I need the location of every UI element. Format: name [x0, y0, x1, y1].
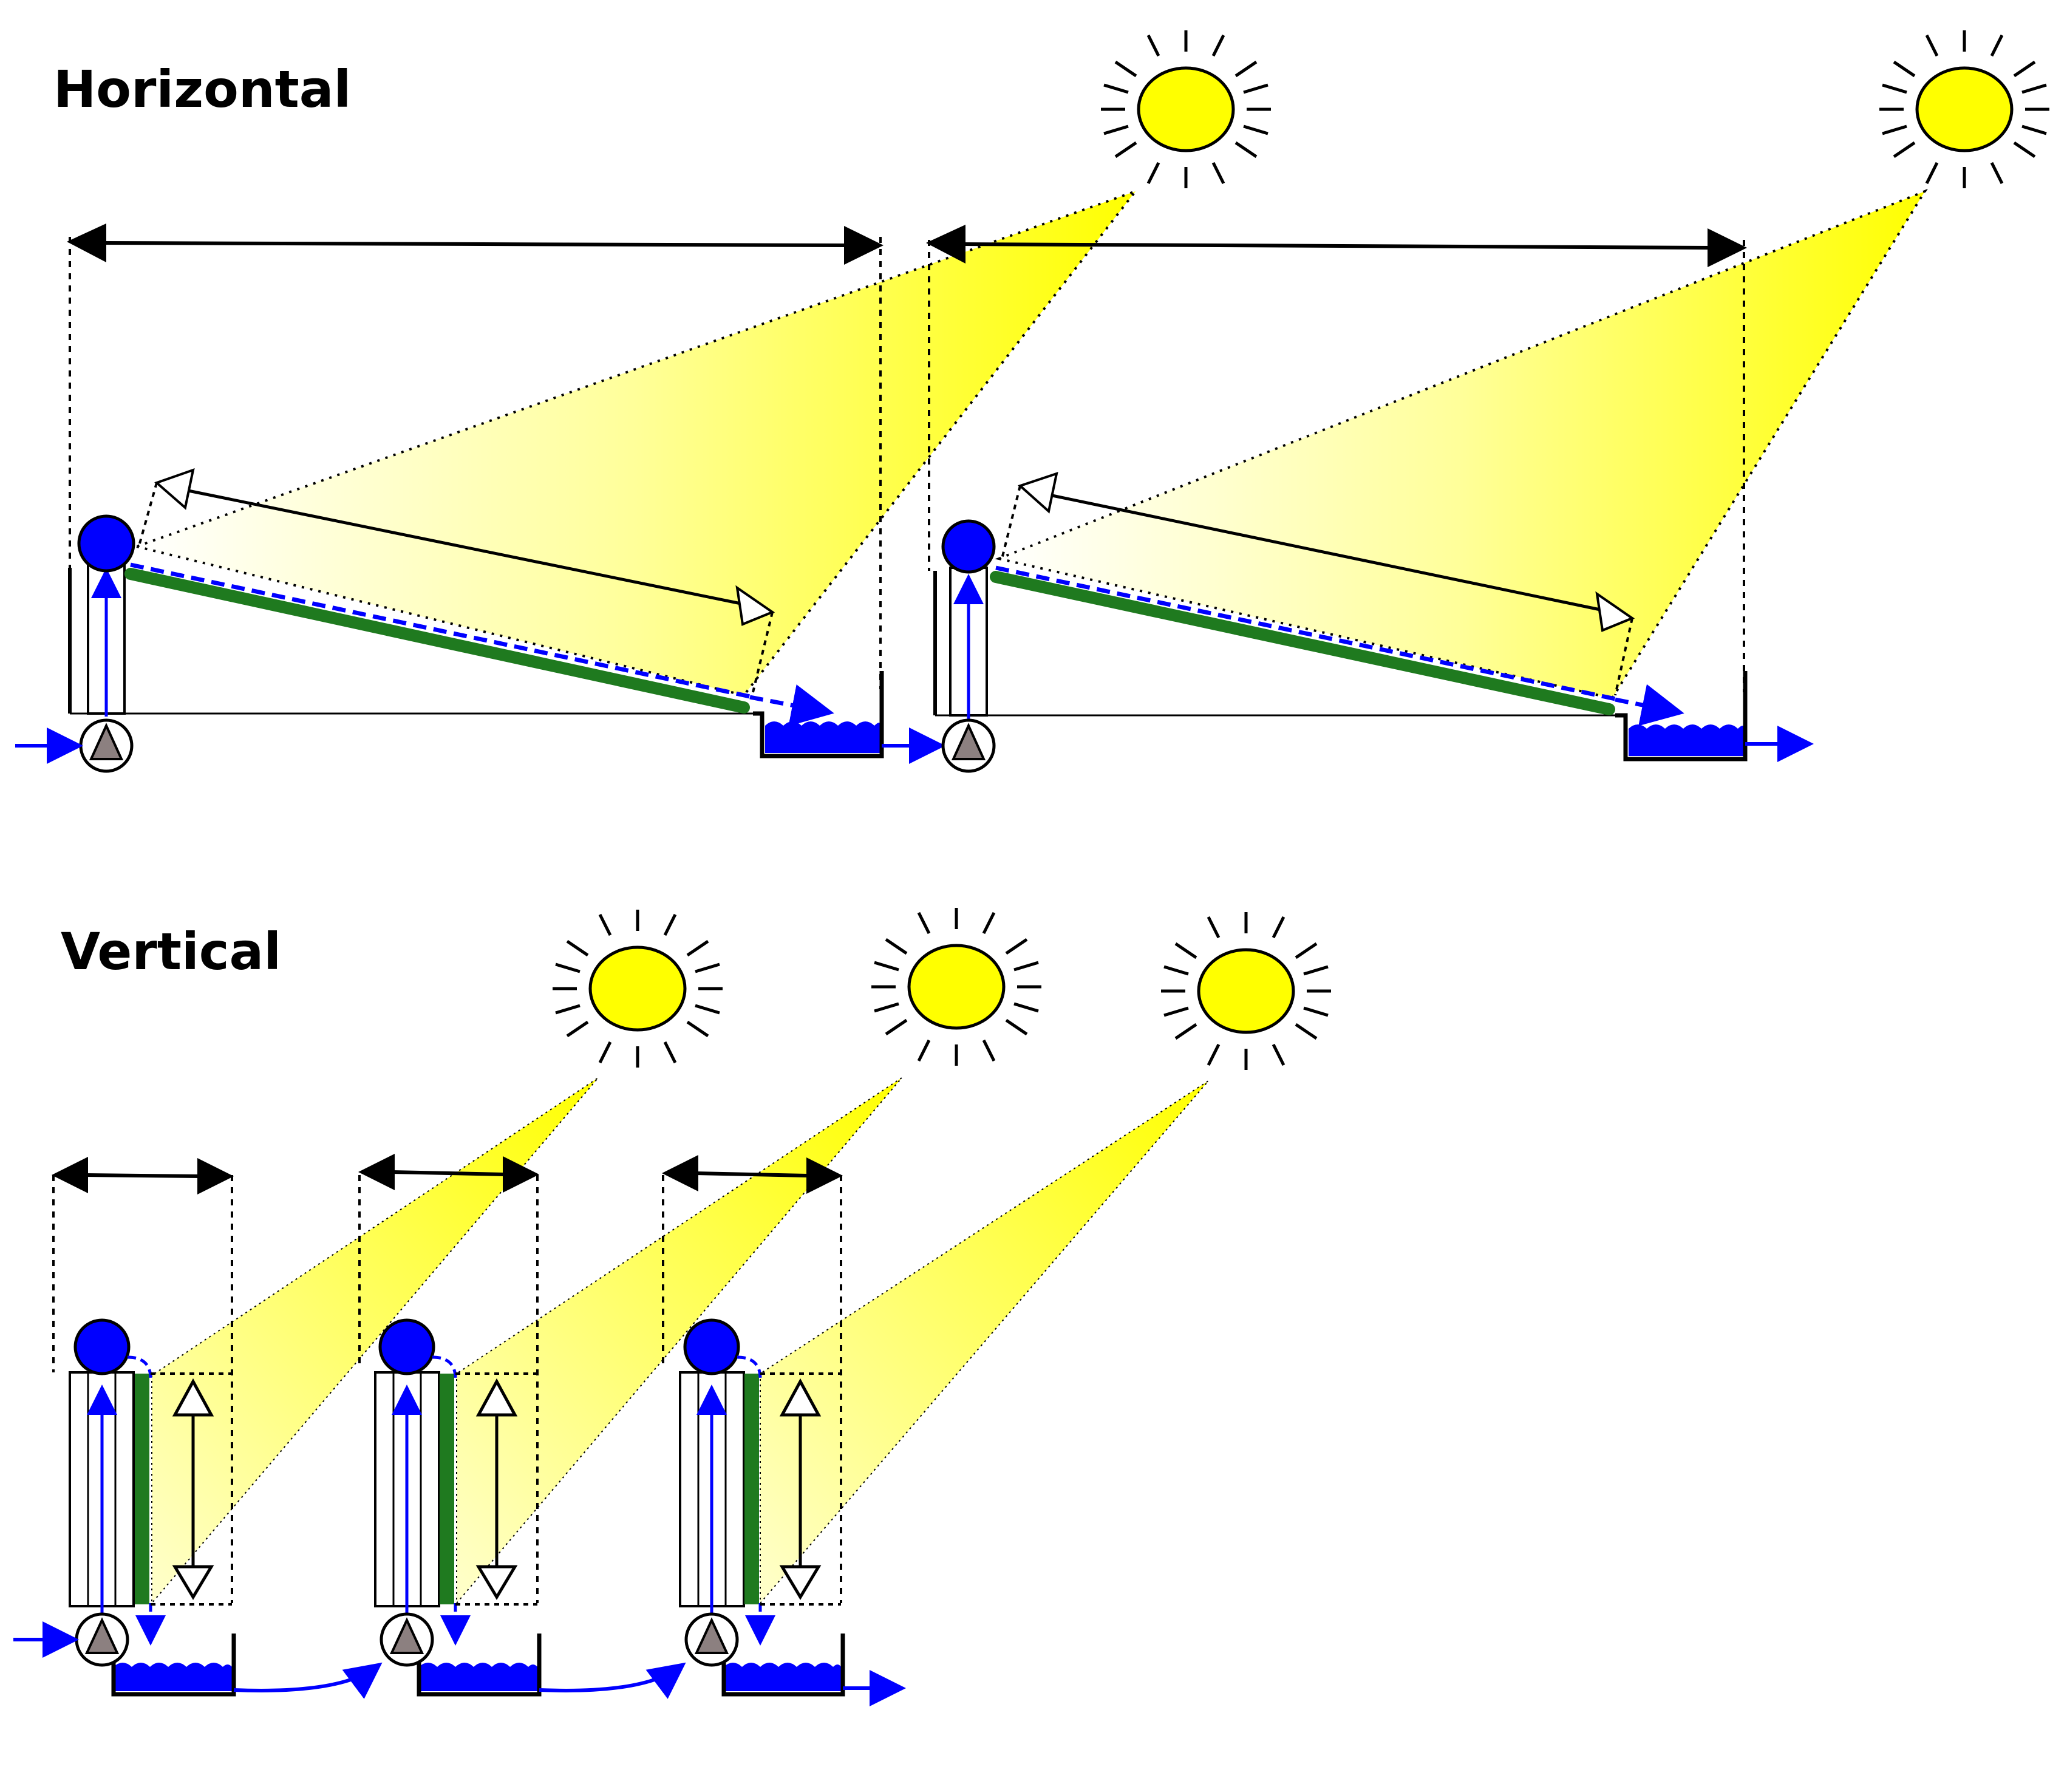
- vertical-title: Vertical: [61, 922, 281, 981]
- sun-icon: [1161, 912, 1331, 1070]
- vertical-unit-3: [662, 1080, 1209, 1706]
- water-reservoir: [721, 1634, 845, 1697]
- panel: [440, 1374, 454, 1604]
- header-tank: [378, 1318, 435, 1375]
- dimension-arrow: [926, 225, 1747, 267]
- dimension-arrow: [358, 1154, 539, 1193]
- header-tank: [683, 1318, 740, 1375]
- panel-length-arrow: [1001, 472, 1635, 696]
- horizontal-unit-1: [15, 188, 1139, 773]
- dimension-arrow: [662, 1155, 843, 1194]
- sun-icon: [1879, 30, 2049, 188]
- header-tank: [77, 514, 135, 573]
- panel: [990, 571, 1615, 715]
- water-reservoir: [417, 1634, 542, 1697]
- dimension-arrow: [52, 1157, 234, 1194]
- pump-icon: [79, 718, 134, 773]
- water-reservoir: [1615, 671, 1748, 761]
- panel-height-arrow: [779, 1378, 822, 1600]
- header-tank: [73, 1318, 131, 1375]
- horizontal-unit-2: [926, 188, 1928, 773]
- sun-icon: [1101, 30, 1271, 188]
- pump-icon: [75, 1612, 129, 1667]
- pump-icon: [941, 718, 996, 773]
- sun-icon: [871, 908, 1041, 1066]
- light-beam: [132, 188, 1139, 697]
- horizontal-title: Horizontal: [53, 60, 351, 119]
- header-tank: [941, 519, 996, 574]
- pump-icon: [684, 1612, 739, 1667]
- pump-icon: [380, 1612, 434, 1667]
- panel-height-arrow: [172, 1378, 214, 1600]
- water-reservoir: [753, 671, 884, 758]
- panel: [124, 568, 750, 714]
- water-reservoir: [111, 1634, 236, 1697]
- light-beam: [151, 1077, 599, 1605]
- panel: [744, 1374, 759, 1604]
- light-beam: [760, 1080, 1209, 1605]
- panel-length-arrow: [138, 468, 775, 693]
- panel: [135, 1374, 149, 1604]
- light-beam: [995, 188, 1928, 700]
- vertical-unit-1: [13, 1077, 599, 1699]
- dimension-arrow: [67, 223, 884, 265]
- sun-icon: [553, 910, 723, 1068]
- panel-height-arrow: [475, 1378, 518, 1600]
- vertical-unit-2: [358, 1077, 902, 1699]
- light-beam: [456, 1077, 902, 1605]
